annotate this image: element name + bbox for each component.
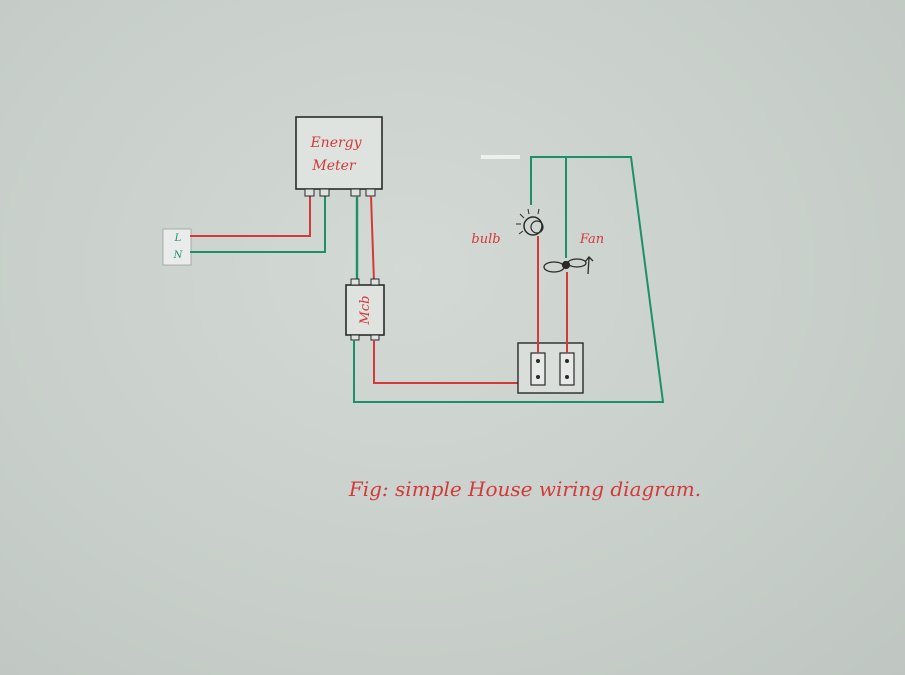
phase-input-wire [190, 196, 311, 237]
neutral-label: N [173, 250, 184, 261]
phase-meter-to-mcb-wire [370, 195, 375, 283]
bulb-icon [516, 208, 544, 236]
figure-caption: Fig: simple House wiring diagram. [348, 477, 701, 501]
mcb-terminals [350, 278, 380, 341]
energy-meter-label-line2: Meter [311, 158, 357, 174]
input-terminal-tag [162, 228, 192, 266]
switch-fan [559, 352, 575, 386]
switch-bulb [530, 352, 546, 386]
mcb-box [345, 284, 385, 336]
energy-meter-terminals [304, 188, 376, 197]
phase-mcb-to-switch-wire [373, 340, 520, 384]
fan-label: Fan [579, 232, 604, 247]
neutral-return-wire [353, 156, 665, 403]
fan-icon [543, 256, 594, 275]
neutral-input-wire [190, 196, 326, 253]
line-label: L [174, 233, 182, 244]
mcb-label: Mcb [358, 296, 373, 326]
energy-meter-box [295, 116, 383, 190]
bulb-label: bulb [471, 232, 500, 247]
energy-meter-label-line1: Energy [309, 135, 362, 151]
